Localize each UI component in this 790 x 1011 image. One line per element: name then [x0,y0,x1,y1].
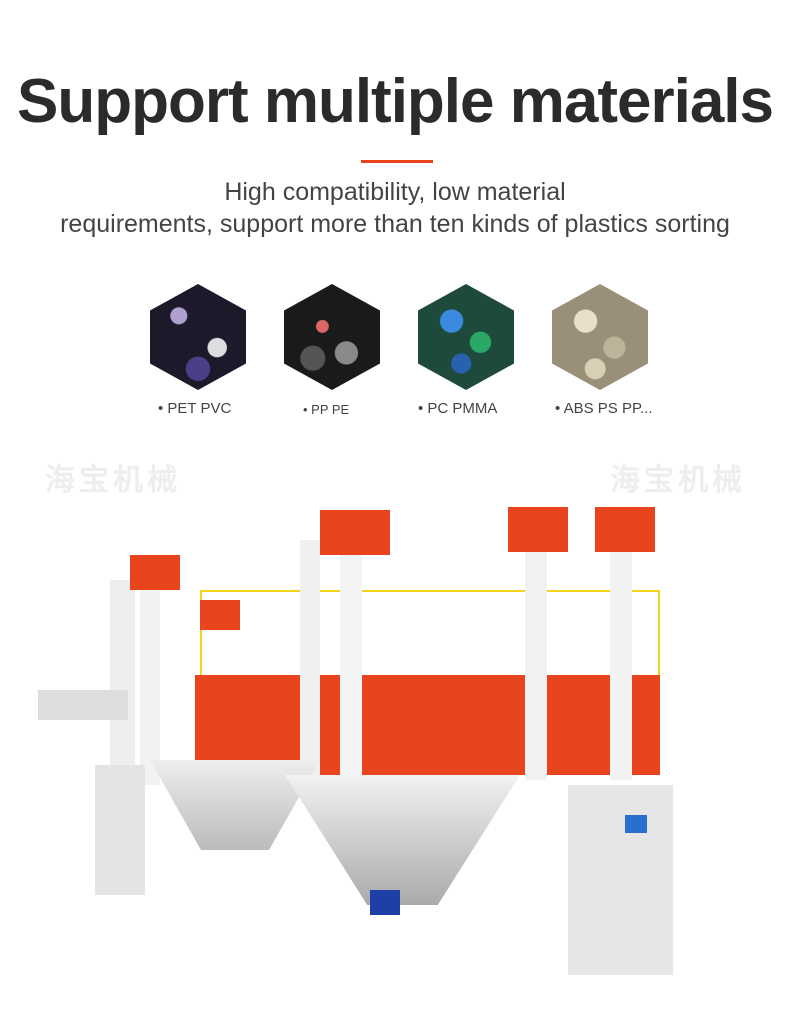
watermark: 海宝机械 [610,464,746,497]
material-image-pet-pvc [150,284,246,390]
page-title: Support multiple materials [16,67,774,136]
watermark: 海宝机械 [45,464,181,497]
material-image-pc-pmma [418,284,514,390]
accent-divider [361,160,433,163]
material-label: • PC PMMA [418,400,498,417]
material-label: • ABS PS PP... [555,400,653,417]
material-image-pp-pe [284,284,380,390]
material-image-abs-ps-pp [552,284,648,390]
sorting-machine-illustration [0,470,790,1011]
subtitle: High compatibility, low material require… [0,176,790,240]
subtitle-line-2: requirements, support more than ten kind… [60,210,730,238]
subtitle-line-1: High compatibility, low material [224,178,566,206]
material-label: • PET PVC [158,400,232,417]
material-label: • PP PE [303,402,350,417]
